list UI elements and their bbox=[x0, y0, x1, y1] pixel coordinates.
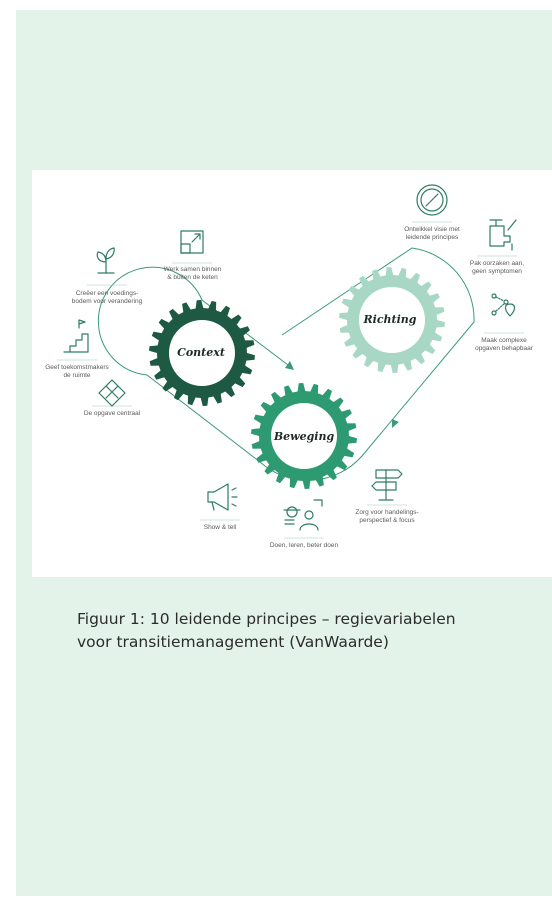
principle-ontwikkel-label: Ontwikkel visie met leidende principes bbox=[404, 226, 460, 241]
gear-beweging-hub bbox=[271, 403, 337, 469]
principle-werk-label: Werk samen binnen & buiten de keten bbox=[163, 266, 222, 281]
expand-arrow-icon bbox=[180, 230, 204, 254]
context-gear bbox=[149, 300, 255, 406]
track-line bbox=[97, 247, 475, 481]
principles-diagram: Context Richting Beweging Creëer een voe… bbox=[32, 170, 552, 577]
beweging-gear-label: Beweging bbox=[273, 430, 335, 443]
principle-show-label: Show & tell bbox=[203, 524, 237, 531]
signpost-icon bbox=[371, 469, 403, 501]
learning-person-icon bbox=[283, 499, 323, 531]
track-arrow-icon bbox=[392, 419, 399, 428]
beweging-gear bbox=[251, 383, 357, 489]
gear-context-hub bbox=[169, 320, 235, 386]
sprout-icon bbox=[96, 247, 115, 274]
principle-geef-label: Geef toekomstmakers de ruimte bbox=[45, 364, 109, 379]
figure-caption: Figuur 1: 10 leidende principes – regiev… bbox=[77, 610, 456, 651]
route-pin-icon bbox=[491, 293, 516, 317]
compass-icon bbox=[416, 184, 448, 216]
principle-creeer-label: Creëer een voedings- bodem voor verander… bbox=[71, 290, 143, 305]
gear-richting-hub bbox=[359, 287, 425, 353]
principle-zorg-label: Zorg voor handelings- perspectief & focu… bbox=[355, 509, 419, 524]
puzzle-diamond-icon bbox=[98, 379, 126, 407]
context-gear-label: Context bbox=[177, 346, 225, 359]
growth-stairs-icon bbox=[63, 319, 89, 353]
principle-opgave-label: De opgave centraal bbox=[83, 410, 141, 417]
principle-maak-label: Maak complexe opgaven behapbaar bbox=[475, 337, 533, 352]
tap-icon bbox=[489, 219, 517, 251]
label-underlines bbox=[57, 221, 524, 539]
megaphone-icon bbox=[207, 483, 238, 511]
principle-doen-label: Doen, leren, beter doen bbox=[269, 542, 339, 549]
track-arrow-icon bbox=[285, 361, 294, 370]
diagram-canvas bbox=[57, 184, 524, 539]
richting-gear-label: Richting bbox=[363, 313, 417, 326]
principle-pak-label: Pak oorzaken aan, geen symptomen bbox=[469, 260, 525, 275]
richting-gear bbox=[339, 267, 445, 373]
